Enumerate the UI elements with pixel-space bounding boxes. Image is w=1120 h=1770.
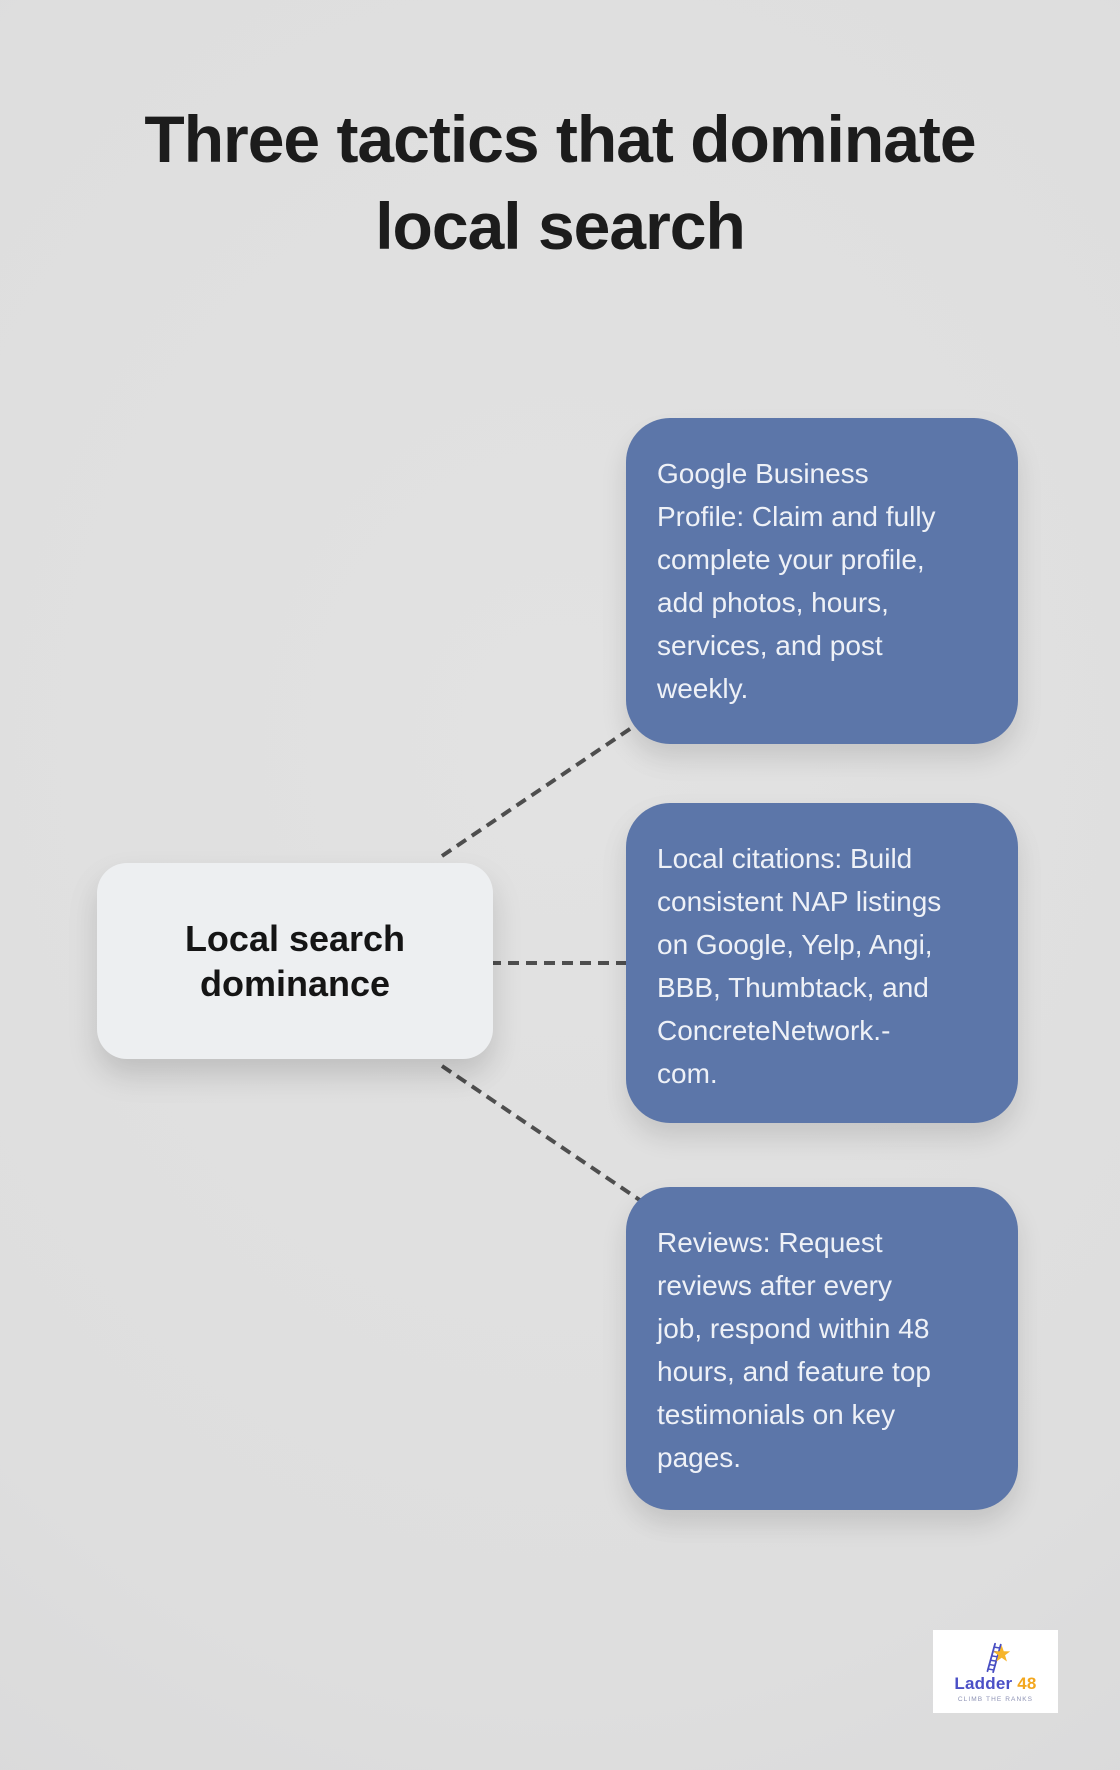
ladder-star-icon — [986, 1642, 1010, 1674]
branch-box-reviews: Reviews: Request reviews after every job… — [626, 1187, 1018, 1510]
branch-box-google-business-profile: Google Business Profile: Claim and fully… — [626, 418, 1018, 744]
connector-line-bottom — [440, 1064, 652, 1209]
connector-line-top — [440, 710, 657, 858]
star-shape — [992, 1645, 1010, 1662]
page-title: Three tactics that dominate local search — [144, 102, 976, 263]
logo-tagline: CLIMB THE RANKS — [957, 1696, 1034, 1703]
logo-card: Ladder 48 CLIMB THE RANKS — [933, 1630, 1058, 1713]
logo-brand-number: 48 — [1017, 1674, 1037, 1693]
branch-box-local-citations: Local citations: Build consistent NAP li… — [626, 803, 1018, 1123]
logo-wordmark: Ladder 48 — [954, 1675, 1036, 1693]
center-node-local-search-dominance: Local search dominance — [97, 863, 493, 1059]
logo-brand-text: Ladder — [954, 1674, 1013, 1693]
